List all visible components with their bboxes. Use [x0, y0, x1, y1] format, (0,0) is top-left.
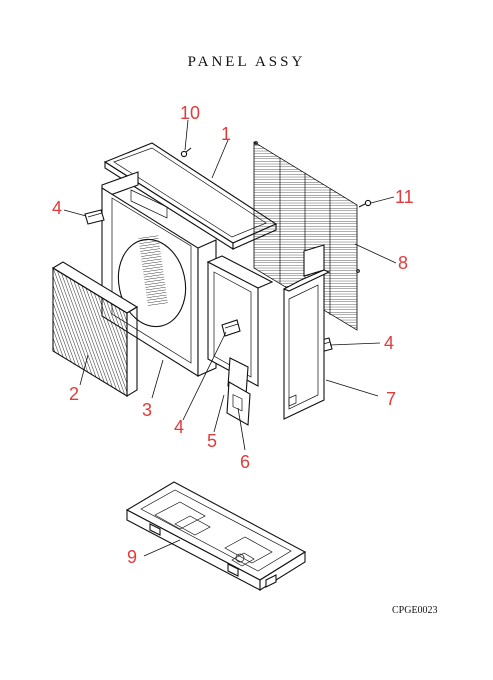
callout-4-left: 4 — [52, 198, 62, 218]
callout-labels: 10 1 4 11 8 4 2 7 3 4 5 6 9 — [52, 103, 414, 567]
screw-10 — [180, 147, 192, 158]
terminal-cover — [226, 381, 251, 426]
callout-6: 6 — [240, 452, 250, 472]
base-plate — [125, 481, 307, 591]
fan-grille — [51, 261, 139, 397]
screw-11 — [358, 199, 372, 208]
callout-5: 5 — [207, 431, 217, 451]
handle-left — [84, 209, 105, 225]
callout-11: 11 — [395, 187, 414, 207]
callout-3: 3 — [142, 400, 152, 420]
leader-lines — [63, 119, 397, 557]
side-panel — [206, 255, 274, 396]
right-side-panel — [282, 244, 331, 420]
callout-10: 10 — [180, 103, 200, 123]
callout-9: 9 — [127, 547, 137, 567]
handle-center — [221, 319, 241, 337]
callout-8: 8 — [398, 253, 408, 273]
callout-2: 2 — [69, 384, 79, 404]
callout-4-right: 4 — [384, 333, 394, 353]
figure-code: CPGE0023 — [392, 605, 438, 616]
callout-1: 1 — [221, 124, 231, 144]
callout-7: 7 — [386, 389, 396, 409]
diagram-title: PANEL ASSY — [187, 54, 306, 70]
callout-4-center: 4 — [174, 417, 184, 437]
